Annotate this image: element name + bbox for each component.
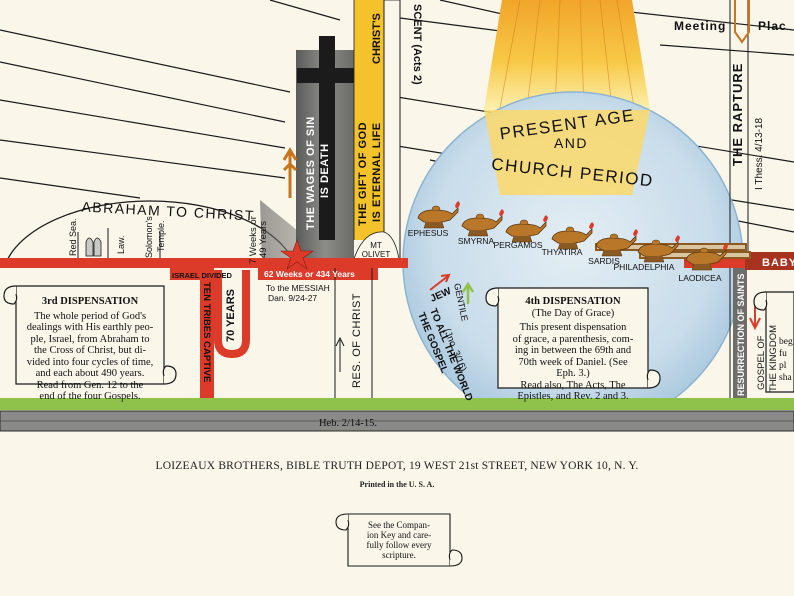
green-band [0, 398, 794, 410]
lamp-icon [685, 243, 728, 271]
gift-of-god-line1: THE GIFT OF GOD [357, 122, 369, 226]
right-scroll-text1: beg [779, 337, 793, 347]
heb-ref-label: Heb. 2/14-15. [319, 418, 377, 429]
present-age-beam [484, 0, 650, 110]
scroll-companion-note [335, 513, 463, 567]
scroll4-line: Eph. 3.) [556, 368, 590, 379]
scroll4-line: This present dispensation [519, 322, 627, 333]
scroll3-title: 3rd DISPENSATION [41, 296, 139, 307]
church-label: SARDIS [588, 256, 620, 266]
scroll4-line: Epistles, and Rev. 2 and 3. [517, 391, 629, 402]
seven-weeks-label2: 49 Years [258, 221, 269, 258]
death-arrow-icon [282, 147, 298, 198]
thess-ref: I Thess. 4/13-18 [754, 117, 765, 190]
meeting-label: Meeting [674, 19, 726, 33]
scroll3-line: vided into four cycles of time, [26, 356, 154, 368]
scroll4-line: Read also, The Acts, The [520, 379, 626, 391]
rapture-label: THE RAPTURE [730, 63, 745, 166]
seventy-years-label: 70 YEARS [225, 289, 237, 342]
cross-icon [297, 36, 382, 240]
red-timeline [0, 258, 794, 398]
mt-olivet-line1: MT [370, 241, 382, 250]
ten-tribes-label: TEN TRIBES CAPTIVE [201, 282, 212, 382]
church-label: LAODICEA [679, 273, 722, 283]
scroll3-line: ple, Israel, from Abraham to [30, 333, 150, 345]
scroll4-line: ing in between the 69th and [514, 345, 632, 356]
church-label: PERGAMOS [493, 240, 542, 250]
church-label: THYATIRA [542, 247, 583, 257]
israel-divided-label: ISRAEL DIVIDED [172, 271, 232, 280]
scroll4-text: 4th DISPENSATION (The Day of Grace) This… [502, 296, 644, 403]
lamp-icon [461, 209, 504, 237]
jew-arrow-icon [429, 273, 451, 291]
right-scroll-text3: pl [779, 361, 787, 371]
scroll-right-partial [753, 291, 794, 393]
messiah-star-icon [280, 239, 314, 270]
note-line: See the Compan- [368, 520, 430, 530]
note-line: fully follow every [366, 540, 432, 550]
sixty-two-weeks-label: 62 Weeks or 434 Years [264, 269, 355, 279]
solomons-label: Solomon's [144, 216, 154, 258]
right-scroll-text4: sha [779, 373, 792, 383]
place-label: Plac [758, 19, 787, 33]
scroll4-line: of grace, a parenthesis, com- [512, 333, 634, 345]
abraham-to-christ-title: ABRAHAM TO CHRIST [81, 198, 255, 223]
to-messiah-label: To the MESSIAH [266, 283, 330, 293]
scroll3-line: The whole period of God's [33, 310, 147, 322]
lamps-group [417, 201, 728, 271]
scroll-4th-dispensation [485, 287, 661, 389]
gospel-kingdom-line1: GOSPEL OF [756, 335, 767, 390]
lamp-icon [551, 222, 594, 250]
church-label: EPHESUS [408, 228, 449, 238]
wages-of-sin-line2: IS DEATH [319, 143, 331, 198]
resurrection-pillar [733, 268, 747, 398]
right-scroll-text2: fu [779, 348, 787, 359]
scroll3-line: the Cross of Christ, but di- [34, 345, 146, 356]
scroll4-subtitle: (The Day of Grace) [531, 307, 615, 319]
christs-label: CHRIST'S [371, 13, 383, 64]
lamp-icon [595, 229, 638, 257]
gift-of-god-line2: IS ETERNAL LIFE [371, 122, 383, 222]
scroll3-line: dealings with His earthly peo- [26, 322, 154, 333]
church-label: SMYRNA [458, 236, 495, 246]
babylon-label: BABY [762, 257, 794, 269]
scroll4-title: 4th DISPENSATION [525, 296, 621, 307]
lamp-icon [637, 235, 680, 263]
law-tablets-icon [85, 237, 102, 257]
scroll-3rd-dispensation [3, 285, 177, 385]
lamp-icon [505, 215, 548, 243]
scroll3-text: 3rd DISPENSATION The whole period of God… [20, 296, 160, 403]
mt-olivet-line2: OLIVET [362, 250, 391, 259]
scroll3-line: and each about 490 years. [35, 368, 145, 379]
note-line: ion Key and care- [366, 530, 432, 540]
scroll3-line: end of the four Gospels. [39, 391, 141, 402]
dan-ref-label: Dan. 9/24-27 [268, 293, 317, 303]
gospel-kingdom-line2: THE KINGDOM [768, 325, 779, 392]
printed-line: Printed in the U. S. A. [359, 480, 435, 489]
red-sea-label: Red Sea. [68, 218, 78, 256]
note-line: scripture. [382, 550, 416, 560]
gift-of-god-column [354, 0, 384, 240]
church-label: PHILADELPHIA [614, 262, 675, 272]
ascension-label: SCENT (Acts 2) [411, 4, 423, 85]
scroll4-line: 70th week of Daniel. (See [518, 356, 628, 368]
temple-label: Temple. [156, 220, 166, 252]
seven-weeks-label1: 7 Weeks or [248, 216, 259, 264]
law-label: Law. [116, 235, 126, 254]
publisher-line: LOIZEAUX BROTHERS, BIBLE TRUTH DEPOT, 19… [155, 460, 639, 472]
resurrection-saints-label: RESURRECTION OF SAINTS [736, 273, 746, 396]
and-label: AND [554, 135, 588, 151]
gentile-arrow-icon [461, 281, 475, 304]
scroll3-line: Read from Gen. 12 to the [36, 379, 144, 391]
wages-of-sin-line1: THE WAGES OF SIN [305, 116, 317, 230]
companion-note-text: See the Compan- ion Key and care- fully … [350, 520, 448, 560]
res-of-christ-label: RES. OF CHRIST [351, 293, 363, 388]
lamp-icon [417, 201, 460, 229]
